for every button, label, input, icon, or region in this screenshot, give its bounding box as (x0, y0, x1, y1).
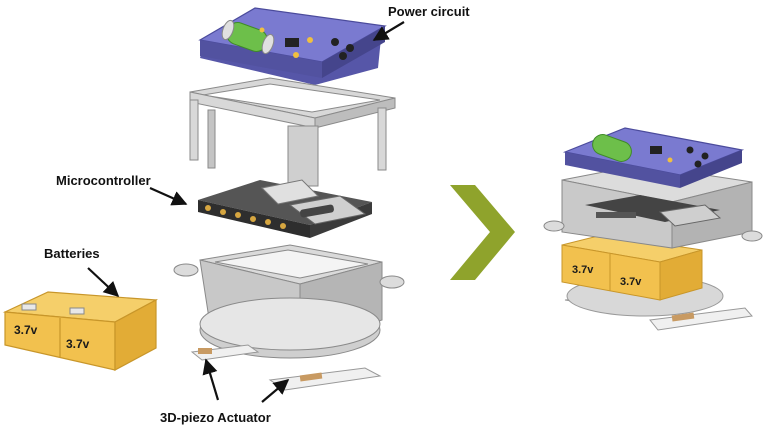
piezo-actuator (190, 344, 382, 391)
label-microcontroller: Microcontroller (56, 173, 151, 188)
battery-label-left-1: 3.7v (14, 323, 38, 337)
green-cylinder-component (221, 19, 275, 55)
label-power-circuit: Power circuit (388, 4, 470, 19)
assembled-device: 3.7v 3.7v (543, 127, 763, 331)
label-actuator: 3D-piezo Actuator (160, 410, 271, 425)
label-batteries: Batteries (44, 246, 100, 261)
upper-frame (189, 77, 396, 187)
microcontroller-board (198, 179, 372, 238)
battery-label-right-2: 3.7v (620, 276, 642, 288)
battery-label-right-1: 3.7v (572, 264, 594, 276)
lower-housing (173, 244, 405, 359)
leader-arrows (87, 21, 405, 403)
battery-pack-left: 3.7v 3.7v (2, 291, 159, 372)
power-circuit-board (198, 7, 387, 85)
battery-label-left-2: 3.7v (66, 337, 90, 351)
chevron-right-icon (450, 185, 515, 280)
